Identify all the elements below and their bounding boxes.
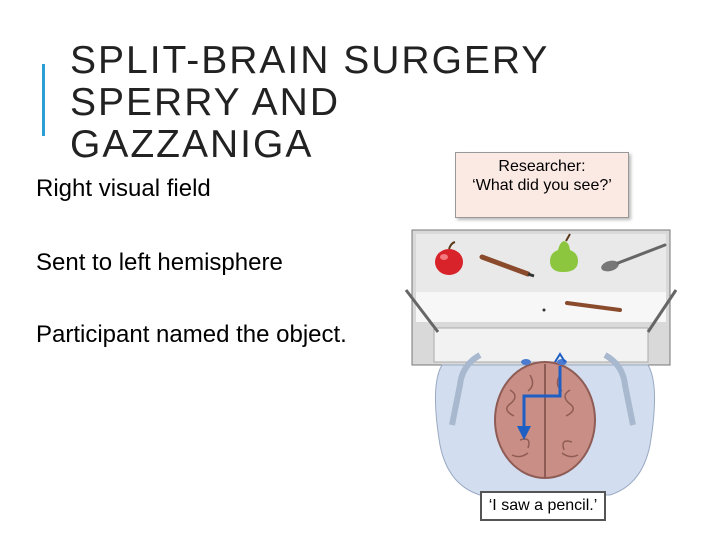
pencil-icon (479, 254, 535, 278)
table-edge (433, 327, 649, 363)
title-line-2: SPERRY AND (70, 81, 340, 124)
point-left-hemisphere: Sent to left hemisphere (36, 249, 283, 276)
slide-title: SPLIT-BRAIN SURGERY SPERRY AND GAZZANIGA (70, 40, 549, 166)
left-eye (521, 359, 531, 365)
right-eye (557, 359, 567, 365)
experiment-illustration (404, 229, 678, 496)
participant-answer: ‘I saw a pencil.’ (488, 497, 598, 514)
title-line-3: GAZZANIGA (70, 123, 314, 166)
pear-icon (550, 233, 578, 272)
left-support (404, 289, 440, 333)
split-brain-figure: Researcher: ‘What did you see?’ ‘I saw a… (400, 150, 690, 530)
spoon-icon (601, 243, 667, 272)
point-named-object: Participant named the object. (36, 321, 347, 348)
title-line-1: SPLIT-BRAIN SURGERY (70, 39, 550, 82)
fixation-dot (542, 308, 546, 312)
visual-pathway-arrow (517, 352, 566, 440)
point-right-visual-field: Right visual field (36, 175, 211, 202)
hidden-pencil-icon (565, 301, 622, 312)
researcher-question: ‘What did you see?’ (472, 177, 612, 194)
brain-illustration (494, 361, 596, 479)
screen-lower-area (416, 292, 666, 322)
researcher-speaker: Researcher: (498, 158, 586, 175)
apple-icon (435, 241, 463, 275)
researcher-speech-bubble: Researcher: ‘What did you see?’ (455, 152, 629, 218)
left-arm (449, 352, 482, 426)
title-accent-bar (42, 64, 45, 136)
participant-speech-bubble: ‘I saw a pencil.’ (480, 491, 606, 521)
right-support (646, 289, 678, 333)
right-arm (603, 352, 636, 426)
